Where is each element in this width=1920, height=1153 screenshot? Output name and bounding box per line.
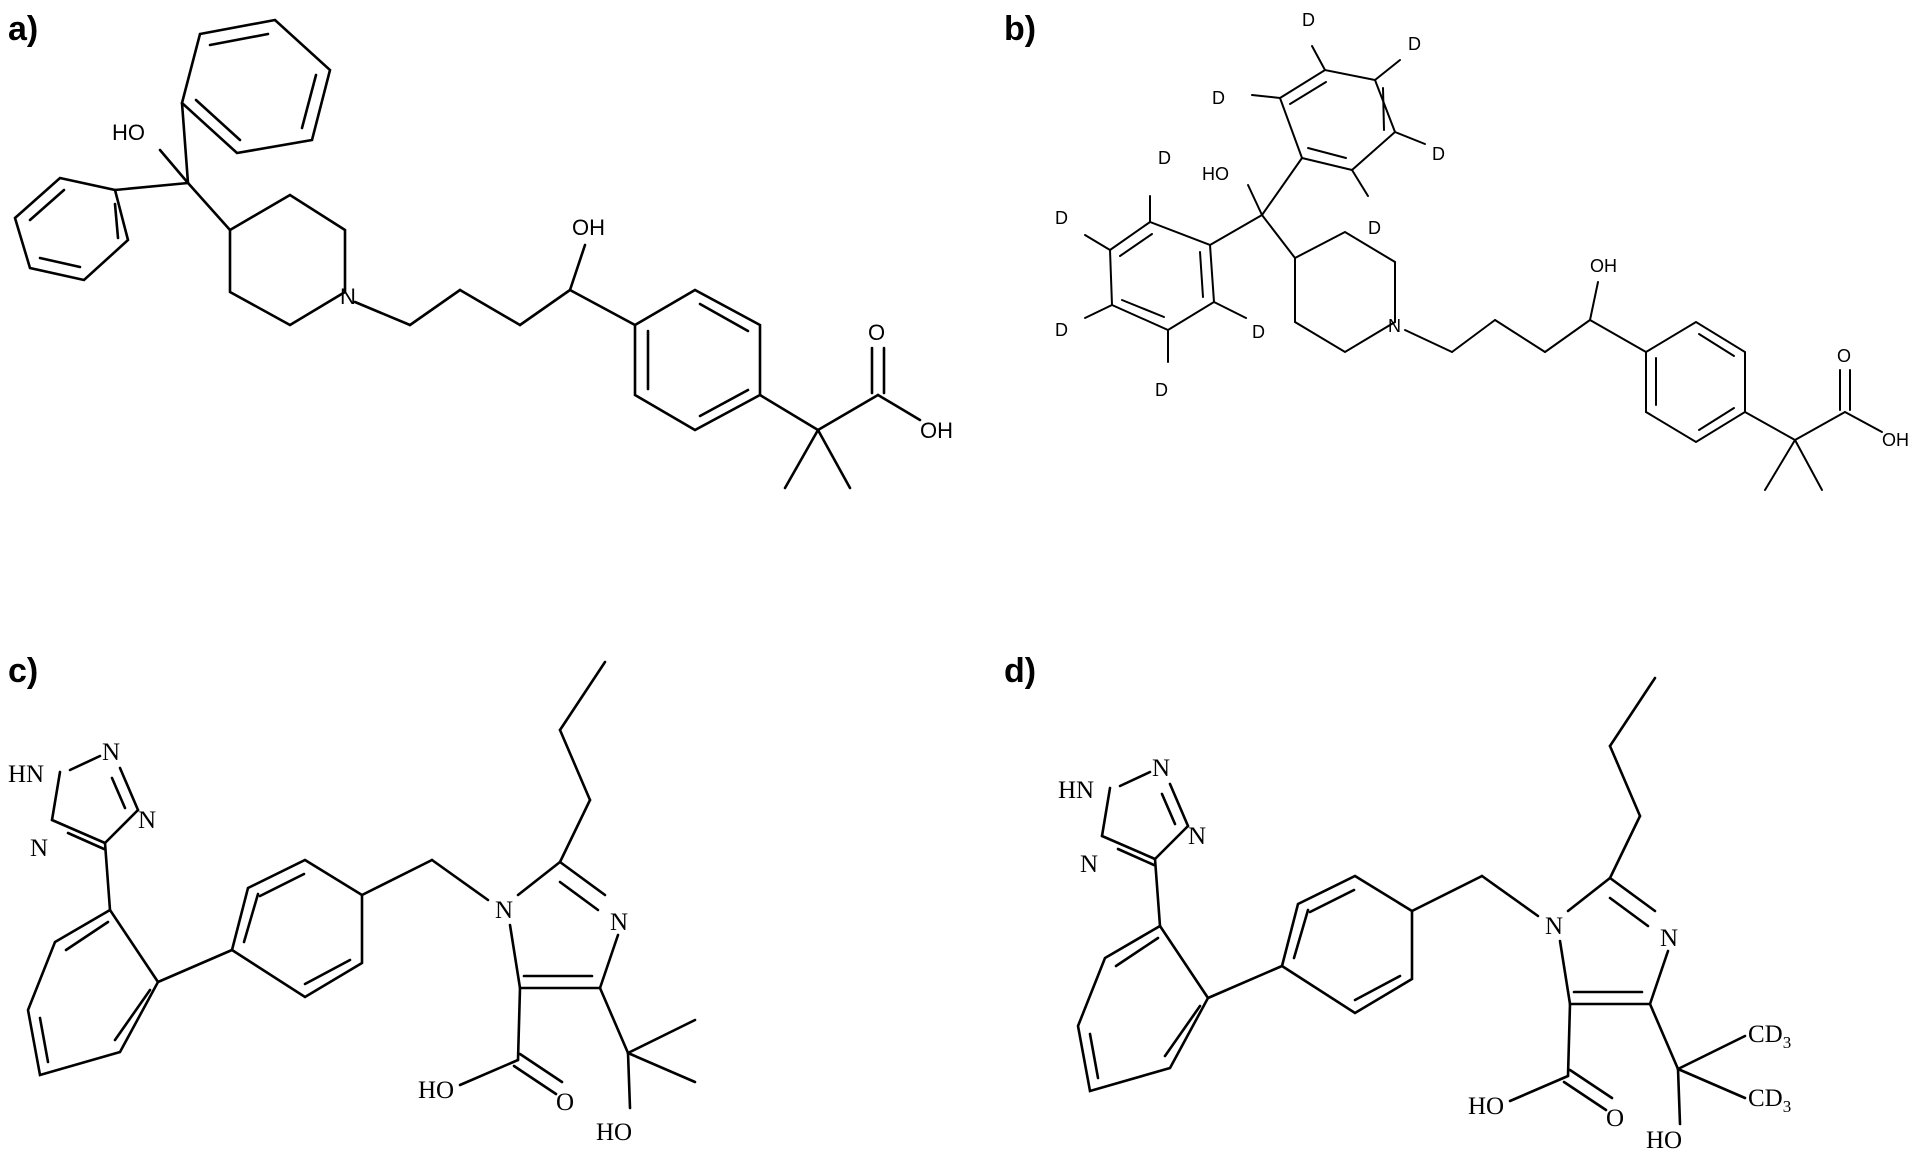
atom-d-8: D bbox=[1055, 320, 1068, 340]
atom-ho-d: HO bbox=[1646, 1127, 1682, 1153]
cd3-2-main: CD bbox=[1748, 1085, 1783, 1112]
atom-n-im2-d: N bbox=[1660, 925, 1678, 952]
atom-d-2: D bbox=[1408, 34, 1421, 54]
structure-d: HN N N N N N HO O HO CD3 CD3 bbox=[1058, 676, 1791, 1153]
atom-oh-chain-a: OH bbox=[572, 215, 605, 240]
cd3-1-main: CD bbox=[1748, 1021, 1783, 1048]
atom-n-tz2-c: N bbox=[138, 807, 156, 834]
atom-ho-acid-d: HO bbox=[1468, 1093, 1504, 1120]
atom-n-im1-c: N bbox=[495, 897, 513, 924]
atom-d-7: D bbox=[1055, 208, 1068, 228]
atom-o-b: O bbox=[1837, 346, 1851, 366]
structure-b: D D D D D D D D D D HO N OH O OH bbox=[1055, 10, 1909, 491]
atom-o-a: O bbox=[868, 320, 885, 345]
atom-d-6: D bbox=[1158, 148, 1171, 168]
atom-oh-acid-a: OH bbox=[920, 418, 953, 443]
panel-label-b: b) bbox=[1004, 10, 1036, 48]
atom-d-10: D bbox=[1155, 380, 1168, 400]
atom-d-1: D bbox=[1302, 10, 1315, 30]
atom-n-tz3-d: N bbox=[1080, 851, 1098, 878]
atom-ho-b: HO bbox=[1202, 164, 1229, 184]
structure-c: HN N N N N N HO O HO bbox=[8, 660, 697, 1146]
cd3-2-sub: 3 bbox=[1783, 1097, 1792, 1116]
atom-d-5: D bbox=[1212, 88, 1225, 108]
atom-n-b: N bbox=[1388, 316, 1401, 336]
atom-n-tz1-d: N bbox=[1152, 755, 1170, 782]
atom-nh-d: HN bbox=[1058, 777, 1094, 804]
atom-n-tz3-c: N bbox=[30, 835, 48, 862]
cd3-1-sub: 3 bbox=[1783, 1033, 1792, 1052]
structure-a: HO N OH O OH bbox=[13, 18, 953, 490]
atom-cd3-2: CD3 bbox=[1748, 1085, 1791, 1116]
atom-ho-a: HO bbox=[112, 120, 145, 145]
atom-cd3-1: CD3 bbox=[1748, 1021, 1791, 1052]
panel-label-a: a) bbox=[8, 10, 38, 48]
atom-d-3: D bbox=[1432, 144, 1445, 164]
atom-oh-acid-b: OH bbox=[1882, 430, 1909, 450]
atom-o-c: O bbox=[556, 1089, 574, 1116]
panel-label-c: c) bbox=[8, 652, 38, 690]
atom-n-im1-d: N bbox=[1545, 913, 1563, 940]
atom-nh-c: HN bbox=[8, 761, 44, 788]
atom-d-4: D bbox=[1368, 218, 1381, 238]
atom-n-a: N bbox=[340, 284, 356, 309]
atom-d-9: D bbox=[1252, 322, 1265, 342]
atom-n-tz2-d: N bbox=[1188, 823, 1206, 850]
atom-oh-chain-b: OH bbox=[1590, 256, 1617, 276]
atom-ho-c: HO bbox=[596, 1119, 632, 1146]
atom-ho-acid-c: HO bbox=[418, 1077, 454, 1104]
atom-n-tz1-c: N bbox=[102, 739, 120, 766]
panel-label-d: d) bbox=[1004, 652, 1036, 690]
atom-o-d: O bbox=[1606, 1105, 1624, 1132]
atom-n-im2-c: N bbox=[610, 909, 628, 936]
